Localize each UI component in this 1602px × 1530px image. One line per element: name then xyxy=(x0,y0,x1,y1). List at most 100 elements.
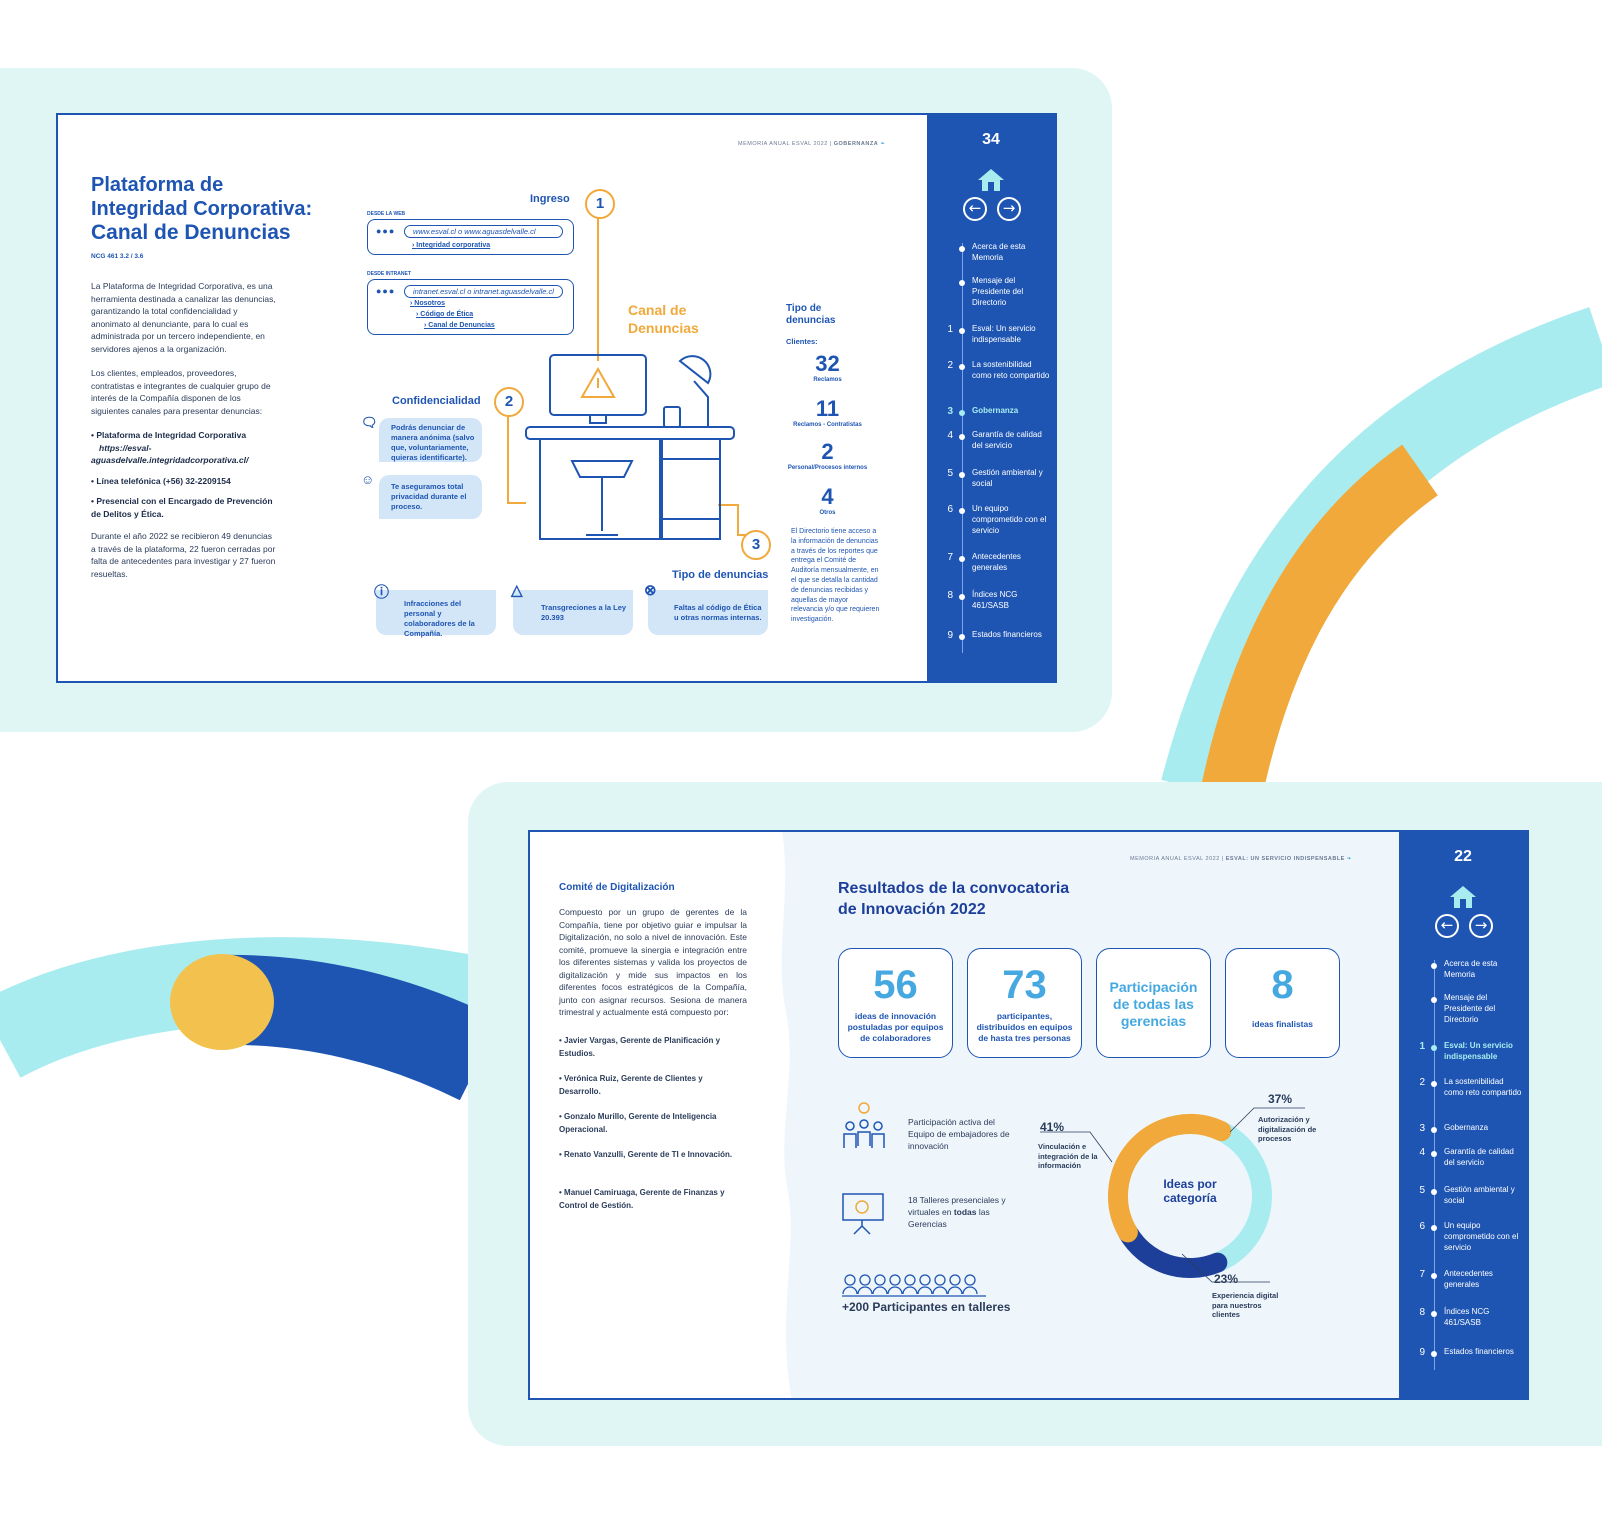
user-check-icon: ☺ xyxy=(361,472,375,487)
nav-label: La sostenibilidad como reto compartido xyxy=(1444,1077,1522,1097)
stat-label: Reclamos xyxy=(813,377,842,383)
donut-category: Autorización y digitalización de proceso… xyxy=(1258,1115,1317,1143)
nav-num: 4 xyxy=(1419,1147,1425,1158)
nav-num: 1 xyxy=(947,324,953,335)
stat-label: Reclamos - Contratistas xyxy=(793,422,862,428)
participantes-total: +200 Participantes en talleres xyxy=(842,1300,1011,1314)
nav-num: 6 xyxy=(947,504,953,515)
donut-slice xyxy=(1108,1114,1232,1243)
window-dots-icon: ●●● xyxy=(376,286,396,296)
desk-illustration xyxy=(507,213,746,540)
title-line: Integridad Corporativa: xyxy=(91,198,313,220)
orange-arc-right xyxy=(1201,444,1439,797)
nav-dot xyxy=(959,434,965,440)
list-item: • Javier Vargas, Gerente de Planificació… xyxy=(559,1036,721,1058)
tipo-bubble: ⓘ Infracciones del personal y colaborado… xyxy=(374,584,496,638)
web-link[interactable]: › Integridad corporativa xyxy=(412,242,491,249)
donut-leader-lines xyxy=(1040,1107,1305,1283)
in-person-channel: Presencial con el Encargado de Prevenció… xyxy=(91,496,273,519)
step-3-badge: 3 xyxy=(741,530,771,560)
intranet-link[interactable]: › Código de Ética xyxy=(416,311,474,318)
nav-item-mensaje[interactable]: Mensaje del Presidente del Directorio xyxy=(927,275,1055,311)
nav-dot xyxy=(1431,1045,1437,1051)
connector-2 xyxy=(507,406,526,504)
mug xyxy=(663,406,681,428)
nav-label: Un equipo comprometido con el servicio xyxy=(1444,1221,1519,1252)
clientes-label: Clientes: xyxy=(786,337,818,346)
intranet-link[interactable]: › Canal de Denuncias xyxy=(424,322,495,329)
ingreso-label: Ingreso xyxy=(530,193,570,205)
home-icon[interactable] xyxy=(1448,884,1478,910)
nav-num: 1 xyxy=(1419,1041,1425,1052)
conf-bubble-privacy: ☺ Te aseguramos total privacidad durante… xyxy=(361,473,482,519)
nav-item-acerca[interactable]: Acerca de esta Memoria xyxy=(1399,958,1527,994)
nav-label: Acerca de esta Memoria xyxy=(1444,959,1498,979)
donut-label-pct: 37% xyxy=(1268,1092,1293,1106)
next-page-button[interactable]: → xyxy=(1469,914,1493,938)
prev-page-button[interactable]: ← xyxy=(963,197,987,221)
nav-item-8[interactable]: 8 Índices NCG 461/SASB xyxy=(927,589,1055,625)
warning-outline-icon: △ xyxy=(511,582,523,599)
alert-chat-icon: ⓘ xyxy=(374,584,390,601)
intranet-url-field[interactable]: intranet.esval.cl o intranet.aguasdelval… xyxy=(404,285,563,298)
directorio-note: El Directorio tiene acceso a la informac… xyxy=(791,528,880,624)
home-icon[interactable] xyxy=(976,167,1006,193)
stat-card-ideas: 56 ideas de innovación postuladas por eq… xyxy=(838,948,953,1058)
prev-page-button[interactable]: ← xyxy=(1435,914,1459,938)
nav-dot xyxy=(959,508,965,514)
nav-item-acerca[interactable]: Acerca de esta Memoria xyxy=(927,241,1055,277)
nav-num: 3 xyxy=(1419,1123,1425,1134)
nav-label: Gestión ambiental y social xyxy=(1444,1185,1515,1205)
page-title: Plataforma de Integridad Corporativa: Ca… xyxy=(91,173,312,245)
intranet-link[interactable]: › Nosotros xyxy=(410,300,446,307)
stat-card-caption: participantes, distribuidos en equipos d… xyxy=(976,1011,1073,1043)
nav-dot xyxy=(959,634,965,640)
tipo-bubble: ⊗ Faltas al código de Ética u otras norm… xyxy=(644,583,768,635)
nav-item-mensaje[interactable]: Mensaje del Presidente del Directorio xyxy=(1399,992,1527,1028)
page-number: 34 xyxy=(982,131,1000,148)
stat-item: 11 Reclamos - Contratistas xyxy=(780,396,875,439)
team-lightbulb-icon xyxy=(843,1102,885,1148)
platform-url[interactable]: https://esval-aguasdelvalle.integridadco… xyxy=(91,442,249,466)
stat-card-caption: ideas finalistas xyxy=(1252,1019,1313,1029)
nav-dot xyxy=(959,410,965,416)
next-page-button[interactable]: → xyxy=(997,197,1021,221)
lock-chat-icon: 🗨 xyxy=(361,415,378,430)
nav-label: Índices NCG 461/SASB xyxy=(972,590,1018,610)
nav-num: 8 xyxy=(947,590,953,601)
monitor-stand xyxy=(589,414,607,424)
cancel-chat-icon: ⊗ xyxy=(644,582,657,599)
phone-line: Línea telefónica (+56) 32-2209154 xyxy=(96,475,231,486)
nav-dot xyxy=(1431,1151,1437,1157)
nav-num: 2 xyxy=(947,360,953,371)
web-url-field[interactable]: www.esval.cl o www.aguasdelvalle.cl xyxy=(404,225,563,238)
chair xyxy=(570,460,634,536)
talleres-text-bold: todas xyxy=(953,1207,977,1217)
nav-dot xyxy=(1431,1351,1437,1357)
nav-label: Mensaje del Presidente del Directorio xyxy=(972,276,1024,307)
stat-card-participants: 73 participantes, distribuidos en equipo… xyxy=(967,948,1082,1058)
spread2-page: MEMORIA ANUAL ESVAL 2022 | ESVAL: UN SER… xyxy=(528,830,1529,1400)
stat-label: Otros xyxy=(819,510,836,516)
nav-dot xyxy=(959,246,965,252)
nav-label: Antecedentes generales xyxy=(972,552,1021,572)
